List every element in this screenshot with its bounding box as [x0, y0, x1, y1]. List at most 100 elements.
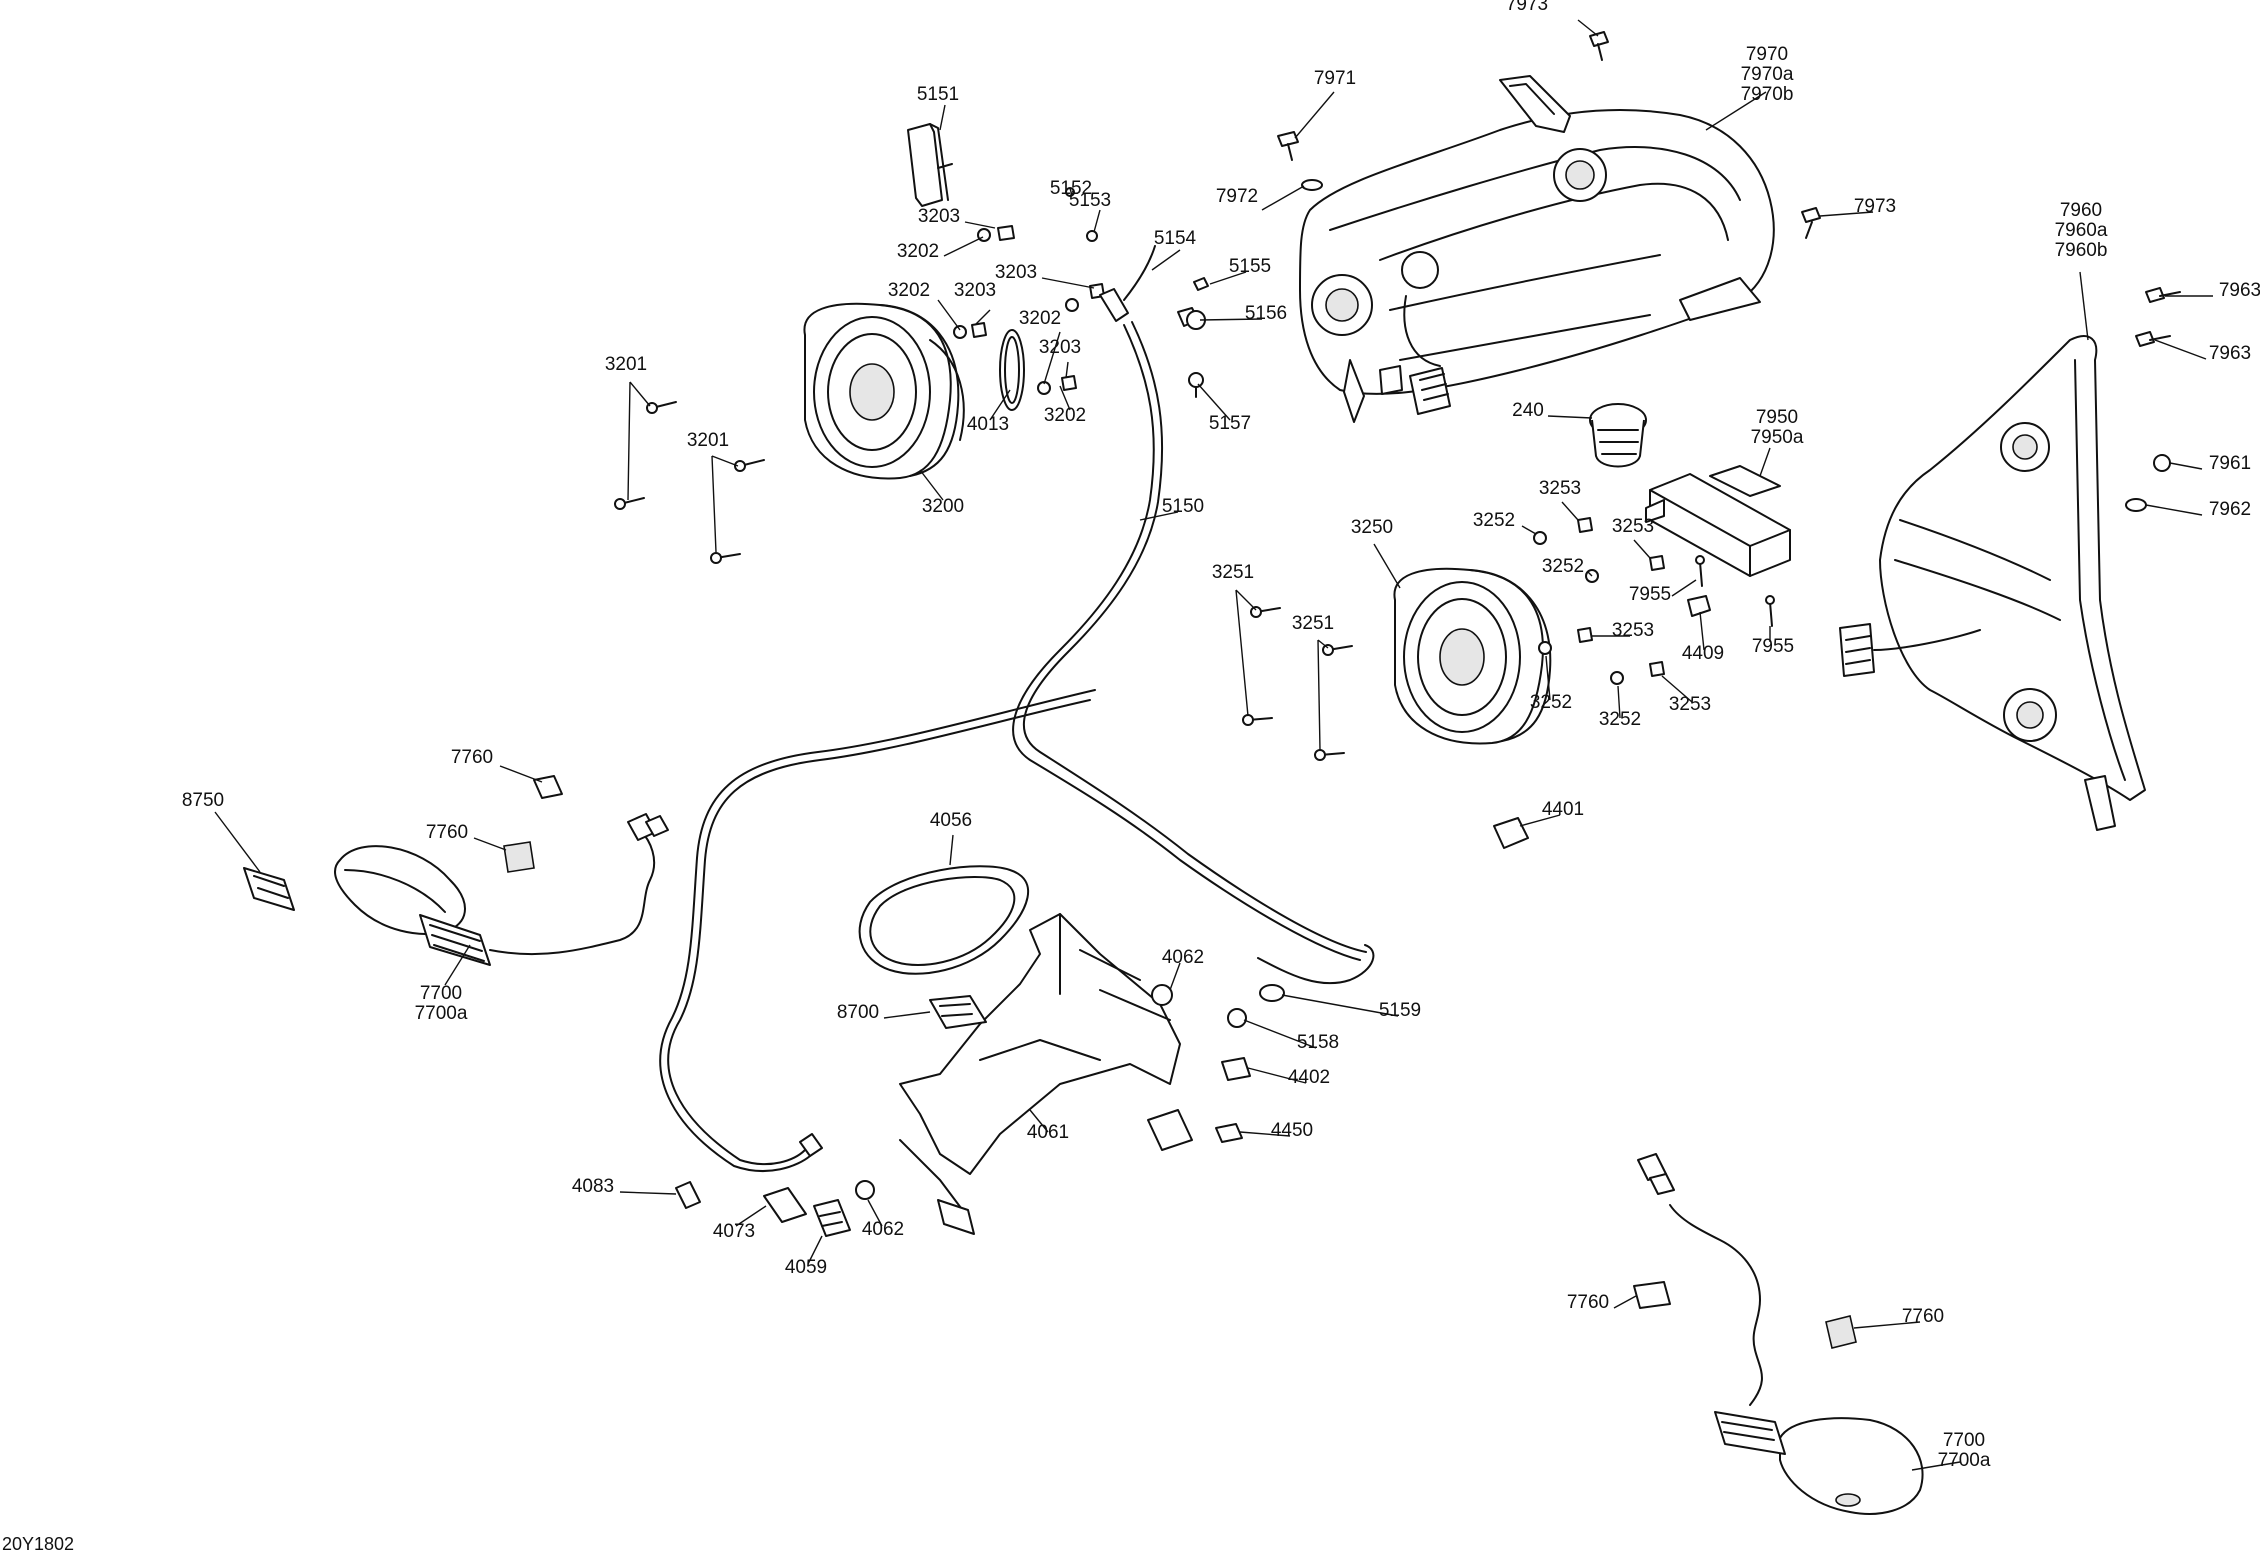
callout-line: 3203 [995, 262, 1037, 283]
callout-label-c-3201b: 3201 [687, 430, 729, 451]
callout-line: 5150 [1162, 496, 1204, 517]
callout-line: 7970b [1741, 84, 1794, 105]
callout-label-c-3253d: 3253 [1669, 694, 1711, 715]
callout-line: 4062 [862, 1219, 904, 1240]
fastener-5155-5156-5157 [1065, 187, 1209, 398]
callout-label-c-3200: 3200 [922, 496, 964, 517]
callout-label-c-8700: 8700 [837, 1002, 879, 1023]
connector-4059-4073-4083 [675, 1181, 851, 1237]
callout-label-c-7760c: 7760 [1567, 1292, 1609, 1313]
callout-label-c-5153: 5153 [1069, 190, 1111, 211]
bracket-5151 [907, 123, 953, 207]
callout-line: 4013 [967, 414, 1009, 435]
callout-label-c-3201a: 3201 [605, 354, 647, 375]
hardware-4062-5158-5159 [855, 984, 1285, 1200]
bracket-4061 [899, 913, 1193, 1235]
callout-line: 3252 [1530, 692, 1572, 713]
callout-line: 7963 [2209, 343, 2251, 364]
speaker-3200 [803, 302, 965, 480]
callout-label-c-4061: 4061 [1027, 1122, 1069, 1143]
callout-line: 5155 [1229, 256, 1271, 277]
callout-label-c-7962: 7962 [2209, 499, 2251, 520]
callout-line: 7700 [420, 983, 462, 1004]
callout-line: 7960b [2055, 240, 2108, 261]
label-7760-right [1633, 1281, 1857, 1349]
callout-line: 3252 [1542, 556, 1584, 577]
callout-line: 7973 [1854, 196, 1896, 217]
callout-label-c-3253b: 3253 [1612, 516, 1654, 537]
callout-line: 7973 [1506, 0, 1548, 15]
callout-line: 3203 [1039, 337, 1081, 358]
callout-label-c-4401: 4401 [1542, 799, 1584, 820]
callout-line: 5159 [1379, 1000, 1421, 1021]
callout-line: 3202 [897, 241, 939, 262]
callout-label-c-5157: 5157 [1209, 413, 1251, 434]
turn-signal-7700-right [1637, 1153, 1924, 1515]
callout-line: 4059 [785, 1257, 827, 1278]
callout-label-c-7760b: 7760 [426, 822, 468, 843]
callout-label-c-5150: 5150 [1162, 496, 1204, 517]
turn-signal-7700-left [334, 813, 669, 966]
callout-line: 3203 [918, 206, 960, 227]
callout-line: 5154 [1154, 228, 1197, 249]
callout-label-c-4450: 4450 [1271, 1120, 1313, 1141]
callout-line: 7760 [1567, 1292, 1609, 1313]
callout-line: 5157 [1209, 413, 1251, 434]
callout-label-c-7963a: 7963 [2219, 280, 2260, 301]
callout-label-c-4056: 4056 [930, 810, 972, 831]
callout-line: 7700a [415, 1003, 468, 1024]
callout-label-c-4059: 4059 [785, 1257, 827, 1278]
callout-line: 7760 [426, 822, 468, 843]
callout-line: 8700 [837, 1002, 879, 1023]
clip-5154 [1099, 245, 1156, 322]
screw-3201 [614, 401, 765, 564]
callout-label-c-3252c: 3252 [1530, 692, 1572, 713]
callout-label-c-5154: 5154 [1154, 228, 1197, 249]
speaker-3250 [1393, 567, 1552, 745]
callout-line: 3252 [1599, 709, 1641, 730]
callout-line: 3202 [1044, 405, 1086, 426]
callout-line: 7955 [1752, 636, 1794, 657]
callout-line: 7970a [1741, 64, 1794, 85]
callout-line: 3253 [1612, 516, 1654, 537]
callout-line: 7962 [2209, 499, 2251, 520]
callout-line: 7961 [2209, 453, 2251, 474]
callout-label-c-3252a: 3252 [1473, 510, 1515, 531]
callout-label-c-3252d: 3252 [1599, 709, 1641, 730]
socket-240 [1589, 403, 1647, 468]
callout-line: 4409 [1682, 643, 1724, 664]
callout-label-c-7955b: 7955 [1752, 636, 1794, 657]
callout-labels: 5151320332025152515351545155515651573203… [182, 0, 2260, 1471]
callout-line: 8750 [182, 790, 224, 811]
callout-line: 5156 [1245, 303, 1287, 324]
callout-line: 7950 [1756, 407, 1798, 428]
callout-label-c-7972: 7972 [1216, 186, 1258, 207]
callout-label-c-3202a: 3202 [897, 241, 939, 262]
callout-line: 5158 [1297, 1032, 1339, 1053]
gasket-4013 [999, 329, 1025, 411]
callout-line: 7955 [1629, 584, 1671, 605]
screw-3251 [1242, 606, 1353, 761]
screw-7971-7972-7973 [1277, 31, 1821, 239]
callout-line: 4073 [713, 1221, 755, 1242]
callout-line: 4450 [1271, 1120, 1313, 1141]
callout-label-c-7955a: 7955 [1629, 584, 1671, 605]
callout-line: 7960a [2055, 220, 2108, 241]
callout-label-c-3252b: 3252 [1542, 556, 1584, 577]
callout-label-c-7971: 7971 [1314, 68, 1356, 89]
gasket-4056 [858, 865, 1029, 975]
callout-line: 5152 [1050, 178, 1092, 199]
callout-label-c-3253c: 3253 [1612, 620, 1654, 641]
callout-line: 4083 [572, 1176, 614, 1197]
callout-line: 7760 [451, 747, 493, 768]
callout-label-c-7760a: 7760 [451, 747, 493, 768]
callout-line: 3253 [1669, 694, 1711, 715]
callout-line: 3251 [1292, 613, 1334, 634]
callout-line: 4062 [1162, 947, 1204, 968]
taillight-assembly-7960 [1839, 335, 2146, 831]
